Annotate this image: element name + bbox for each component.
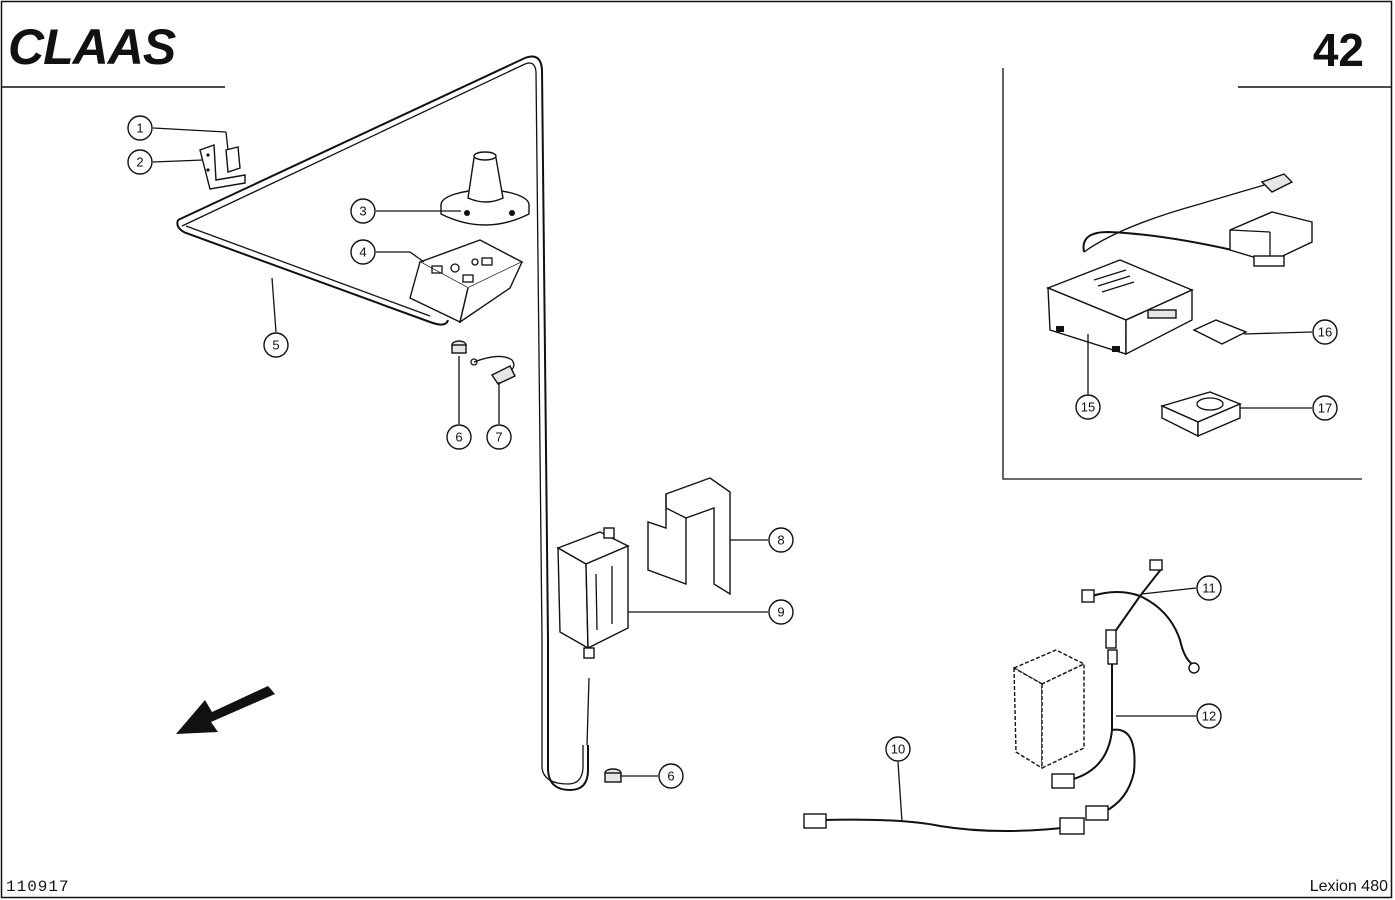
direction-arrow-icon	[176, 686, 275, 734]
svg-text:3: 3	[359, 204, 366, 219]
svg-text:15: 15	[1081, 400, 1095, 415]
callout-5: 5	[263, 332, 289, 358]
part-15-radio-unit	[1046, 183, 1269, 356]
leader-lines	[152, 127, 1313, 823]
svg-text:11: 11	[1202, 581, 1216, 596]
part-15-power-supply	[1229, 173, 1313, 267]
part-5-antenna-cable	[176, 55, 590, 792]
svg-text:17: 17	[1318, 401, 1332, 416]
svg-text:10: 10	[891, 742, 905, 757]
part-9-amplifier	[556, 527, 630, 659]
callout-17: 17	[1312, 395, 1338, 421]
callout-6: 6	[446, 424, 472, 450]
part-10-cable	[803, 813, 1085, 835]
svg-text:12: 12	[1202, 709, 1216, 724]
callout-9: 9	[768, 599, 794, 625]
part-6-nut-lower	[604, 768, 622, 783]
svg-text:16: 16	[1318, 325, 1332, 340]
callout-3: 3	[350, 198, 376, 224]
callout-10: 10	[885, 736, 911, 762]
part-6-nut	[451, 340, 467, 354]
callout-16: 16	[1312, 319, 1338, 345]
callout-7: 7	[486, 424, 512, 450]
part-1-2-bracket	[199, 144, 246, 190]
svg-text:8: 8	[777, 533, 784, 548]
svg-text:2: 2	[136, 155, 143, 170]
part-3-antenna	[440, 151, 530, 226]
svg-text:4: 4	[359, 245, 366, 260]
part-17-holder	[1159, 391, 1242, 438]
svg-text:7: 7	[495, 430, 502, 445]
callout-11: 11	[1196, 575, 1222, 601]
part-11-harness	[1081, 559, 1200, 674]
inset-frame	[1002, 68, 1362, 480]
model-name: Lexion 480	[1310, 878, 1388, 895]
part-8-cover	[647, 477, 731, 596]
svg-text:5: 5	[272, 338, 279, 353]
part-4-mounting-plate	[409, 239, 524, 324]
part-12-amplifier-cable	[1012, 649, 1136, 821]
svg-text:6: 6	[455, 430, 462, 445]
callout-6-lower: 6	[658, 763, 684, 789]
callout-4: 4	[350, 239, 376, 265]
callout-15: 15	[1075, 394, 1101, 420]
svg-text:9: 9	[777, 605, 784, 620]
brand-logo: CLAAS	[8, 19, 176, 75]
callout-12: 12	[1196, 703, 1222, 729]
callout-8: 8	[768, 527, 794, 553]
drawing-number: 110917	[6, 878, 70, 896]
svg-text:6: 6	[667, 769, 674, 784]
callout-1: 1	[127, 115, 153, 141]
svg-text:1: 1	[136, 121, 143, 136]
callout-2: 2	[127, 149, 153, 175]
part-7-cable	[470, 355, 516, 385]
part-16-card	[1192, 319, 1248, 345]
page-number: 42	[1313, 24, 1364, 76]
